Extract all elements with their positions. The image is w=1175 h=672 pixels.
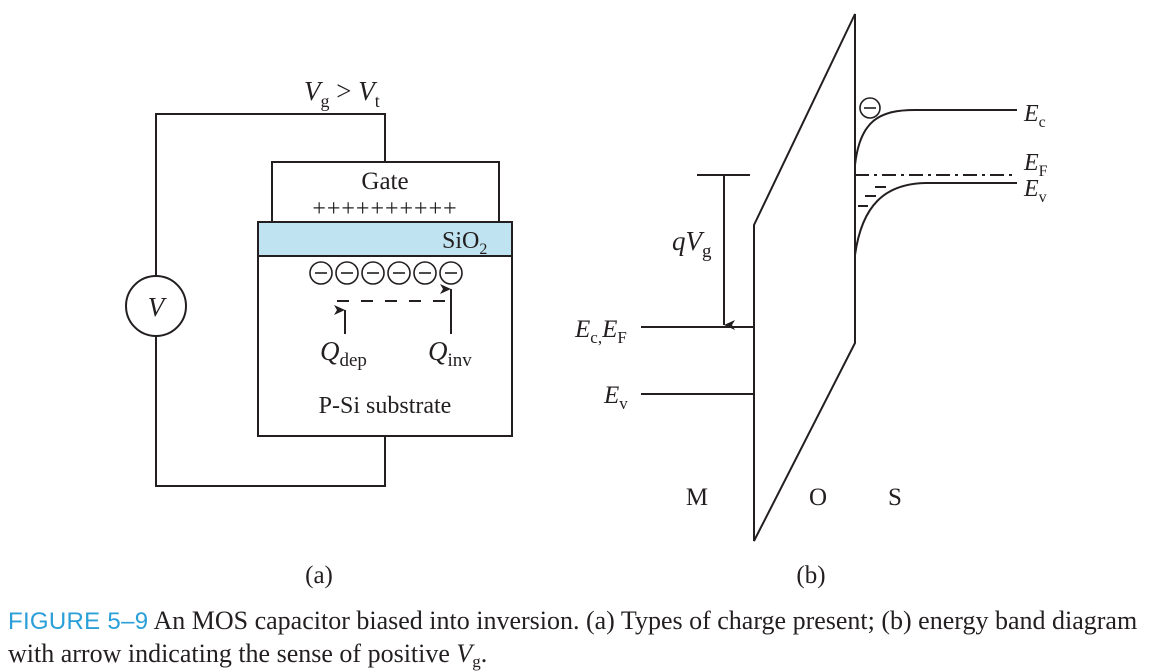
gate-label: Gate: [361, 168, 408, 195]
oxide-layer: [257, 221, 513, 257]
semi-ec-label: Ec: [1023, 101, 1046, 131]
voltmeter-label: V: [148, 292, 168, 322]
region-m-label: M: [686, 484, 708, 511]
panel-b-label: (b): [796, 562, 825, 589]
circuit-wire-bottom: [155, 330, 386, 487]
mos-figure: Vg > Vt V Gate ++++++++++ SiO2 Qdep Qinv…: [125, 13, 1048, 589]
caption-vg: V: [456, 639, 473, 668]
oxide-band: [753, 13, 856, 542]
semi-ev-label: Ev: [1023, 176, 1047, 206]
inversion-charges: [309, 261, 463, 285]
figure-number: FIGURE 5–9: [8, 608, 149, 635]
figure-caption: FIGURE 5–9 An MOS capacitor biased into …: [8, 605, 1173, 670]
panel-b: qVg Ec,EF Ev Ec EF Ev M O: [574, 13, 1048, 589]
qvg-label: qVg: [672, 226, 712, 262]
caption-vg-sub: g: [472, 652, 481, 671]
circuit-wire: [155, 113, 386, 282]
inversion-electron: [361, 261, 385, 285]
oxide-label: SiO2: [442, 228, 487, 258]
metal-ec-ef-label: Ec,EF: [574, 316, 627, 347]
metal-ev-label: Ev: [603, 382, 628, 413]
bias-label: Vg > Vt: [304, 76, 380, 111]
substrate: [257, 255, 513, 437]
substrate-label: P-Si substrate: [319, 393, 452, 419]
surface-holes: [858, 186, 886, 207]
semi-ec-band: [854, 109, 1017, 166]
region-o-label: O: [809, 484, 827, 511]
semi-ef-label: EF: [1023, 150, 1048, 180]
q-dep-label: Qdep: [320, 336, 367, 371]
inversion-electron: [335, 261, 359, 285]
inversion-electron: [413, 261, 437, 285]
gate-charge: ++++++++++: [312, 196, 457, 222]
q-inv-label: Qinv: [428, 336, 472, 371]
inversion-electron: [309, 261, 333, 285]
panel-a-label: (a): [305, 562, 333, 589]
caption-end: .: [480, 639, 488, 668]
inversion-electron: [387, 261, 411, 285]
voltmeter-circle: [125, 275, 187, 337]
semi-ev-band: [854, 182, 1017, 256]
region-s-label: S: [888, 484, 902, 511]
inversion-electron: [439, 261, 463, 285]
caption-text: An MOS capacitor biased into inversion. …: [8, 606, 1138, 668]
panel-a: Vg > Vt V Gate ++++++++++ SiO2 Qdep Qinv…: [125, 76, 513, 589]
gate-electrode: [271, 161, 500, 223]
